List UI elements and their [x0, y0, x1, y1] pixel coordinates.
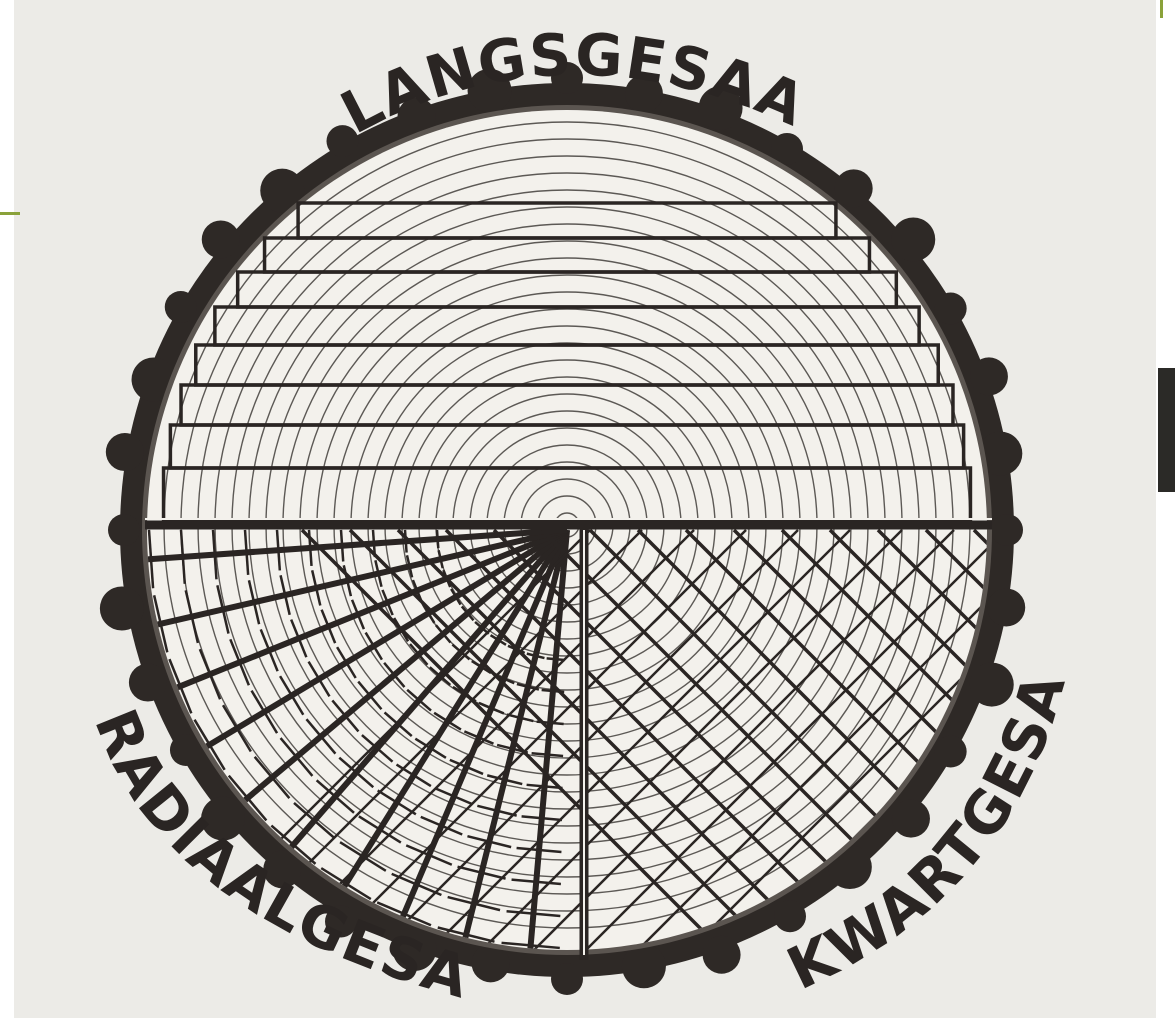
- bark-bump: [551, 963, 583, 995]
- bark-bump: [622, 944, 666, 988]
- bark-bump: [987, 588, 1025, 626]
- bark-bump: [100, 586, 144, 630]
- bark-bump: [108, 514, 140, 546]
- bark-bump: [891, 217, 935, 261]
- bark-bump: [106, 433, 144, 471]
- radial-board-edge: [405, 530, 407, 553]
- bark-bump: [935, 736, 967, 768]
- quarter-cut: [1070, 530, 1175, 950]
- bark-bump: [892, 800, 930, 838]
- bark-bump: [774, 900, 806, 932]
- bark-bump: [970, 357, 1008, 395]
- bark-bump: [202, 220, 240, 258]
- bark-bump: [935, 293, 967, 325]
- bark-bump: [835, 169, 873, 207]
- bark-bump: [703, 936, 741, 974]
- bark-bump: [991, 514, 1023, 546]
- bark-bump: [165, 291, 197, 323]
- bark-bump: [129, 664, 167, 702]
- radial-board-edge: [547, 658, 565, 660]
- radial-board-edge: [437, 530, 438, 548]
